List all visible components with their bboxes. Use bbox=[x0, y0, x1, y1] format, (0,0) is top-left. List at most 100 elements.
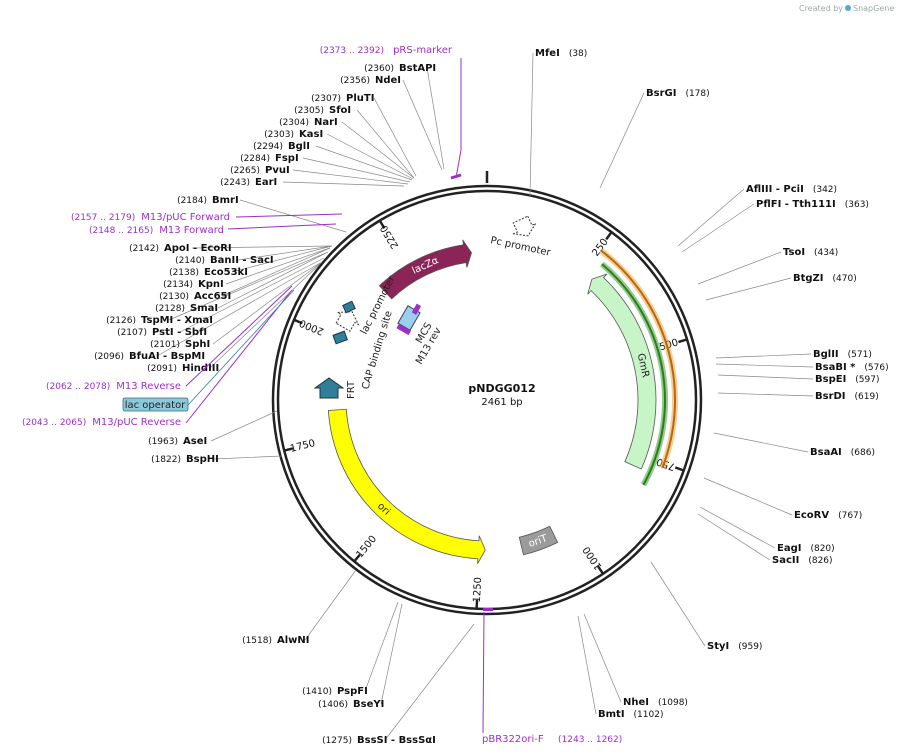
lac-operator-label[interactable]: lac operator bbox=[122, 289, 295, 412]
site-btgzi[interactable]: BtgZI(470) bbox=[705, 273, 857, 301]
site-leader-line bbox=[213, 455, 283, 460]
site-position: (686) bbox=[851, 448, 875, 458]
ruler-tick-label: 1250 bbox=[472, 577, 484, 603]
site-kpni[interactable]: KpnI(2134) bbox=[163, 247, 331, 290]
site-leader-line bbox=[302, 157, 411, 183]
site-kasi[interactable]: KasI(2303) bbox=[264, 129, 414, 180]
primer-name: M13/pUC Forward bbox=[141, 212, 230, 223]
site-name: BtgZI bbox=[793, 273, 824, 284]
site-sfoi[interactable]: SfoI (2305) bbox=[294, 105, 415, 179]
primer-pbr322ori-f[interactable]: pBR322ori-F(1243 .. 1262) bbox=[482, 608, 622, 745]
site-eagi[interactable]: EagI(820) bbox=[699, 506, 835, 554]
site-position: (2130) bbox=[159, 292, 189, 302]
site-bsabi[interactable]: BsaBI *(576) bbox=[715, 362, 889, 373]
site-tsoi[interactable]: TsoI(434) bbox=[697, 247, 838, 285]
site-asei[interactable]: AseI(1963) bbox=[148, 410, 278, 447]
site-bseyi[interactable]: BseYI(1406) bbox=[318, 603, 403, 710]
site-name: SphI bbox=[185, 339, 210, 350]
primer-m13-puc-forward[interactable]: M13/pUC Forward (2157 .. 2179) bbox=[71, 212, 343, 223]
site-bgli[interactable]: BglI(2294) bbox=[253, 141, 413, 181]
site-tspmi[interactable]: TspMI - XmaI(2126) bbox=[106, 251, 329, 326]
site-leader-line bbox=[221, 247, 331, 297]
site-psti[interactable]: PstI - SbfI(2107) bbox=[117, 257, 325, 338]
site-name: BsaBI * bbox=[815, 362, 856, 373]
site-position: (1410) bbox=[302, 687, 332, 697]
site-position: (619) bbox=[855, 392, 879, 402]
site-eari[interactable]: EarI(2243) bbox=[220, 177, 405, 188]
site-leader-line bbox=[715, 353, 812, 359]
primer-leader-line bbox=[455, 58, 462, 179]
site-banii[interactable]: BanII - SacI(2140) bbox=[175, 245, 333, 266]
site-sphi[interactable]: SphI(2101) bbox=[150, 261, 323, 350]
primer-range: (2157 .. 2179) bbox=[71, 213, 135, 223]
primer-m13-reverse[interactable]: M13 Reverse(2062 .. 2078) bbox=[46, 285, 293, 392]
site-leader-line bbox=[402, 79, 443, 171]
plasmid-title: pNDGG012 2461 bp bbox=[468, 382, 535, 408]
site-leader-line bbox=[304, 569, 357, 641]
site-name: SfoI bbox=[329, 105, 351, 116]
site-position: (2140) bbox=[175, 256, 205, 266]
site-mfei[interactable]: MfeI(38) bbox=[529, 48, 587, 197]
site-alwni[interactable]: AlwNI(1518) bbox=[242, 569, 357, 646]
site-bspei[interactable]: BspEI(597) bbox=[717, 374, 880, 385]
feature-cap-binding-site bbox=[342, 300, 356, 314]
feature-label-gmr: GmR bbox=[635, 352, 651, 378]
site-bsrdi[interactable]: BsrDI(619) bbox=[717, 391, 879, 402]
site-acc65i[interactable]: Acc65I(2130) bbox=[159, 247, 331, 302]
site-eco53ki[interactable]: Eco53kI(2138) bbox=[169, 245, 333, 278]
site-pvui[interactable]: PvuI(2265) bbox=[230, 165, 409, 185]
site-leader-line bbox=[292, 169, 409, 185]
site-leader-line bbox=[168, 251, 329, 321]
site-name: AseI bbox=[183, 436, 207, 447]
site-ndei[interactable]: NdeI(2356) bbox=[340, 75, 443, 171]
primer-name: M13/pUC Reverse bbox=[92, 417, 181, 428]
site-bsssi[interactable]: BssSI - BssSαI(1275) bbox=[322, 623, 475, 746]
site-apoi[interactable]: ApoI - EcoRI(2142) bbox=[129, 243, 333, 254]
primer-range: (2043 .. 2065) bbox=[22, 418, 86, 428]
primer-m13-puc-reverse[interactable]: M13/pUC Reverse (2043 .. 2065) bbox=[22, 289, 293, 428]
site-bsrgi[interactable]: BsrGI(178) bbox=[599, 88, 710, 189]
site-name: BseYI bbox=[353, 699, 384, 710]
primer-name: M13 Forward bbox=[159, 225, 224, 236]
site-bsphi[interactable]: BspHI(1822) bbox=[151, 454, 283, 465]
site-bmri[interactable]: BmrI(2184) bbox=[177, 195, 347, 233]
site-position: (2134) bbox=[163, 280, 193, 290]
site-bglii[interactable]: BglII(571) bbox=[715, 349, 872, 360]
site-position: (2305) bbox=[294, 106, 324, 116]
site-afliii[interactable]: AflIII - PciI(342) bbox=[677, 184, 837, 247]
site-nari[interactable]: NarI(2304) bbox=[279, 117, 415, 179]
site-sacii[interactable]: SacII(826) bbox=[697, 513, 833, 566]
site-position: (1518) bbox=[242, 636, 272, 646]
site-bmti[interactable]: BmtI(1102) bbox=[577, 615, 663, 720]
site-name: SacII bbox=[772, 555, 799, 566]
site-fspi[interactable]: FspI(2284) bbox=[240, 153, 411, 183]
feature-mcs-primer-mark bbox=[411, 303, 422, 315]
site-leader-line bbox=[315, 145, 413, 181]
site-pspfi[interactable]: PspFI(1410) bbox=[302, 601, 399, 697]
site-pflfi[interactable]: PflFI - Tth111I(363) bbox=[681, 199, 869, 253]
site-nhei[interactable]: NheI(1098) bbox=[583, 613, 688, 708]
site-position: (1822) bbox=[151, 455, 181, 465]
site-name: TspMI - XmaI bbox=[141, 315, 213, 326]
primer-prs-marker[interactable]: (2373 .. 2392)pRS-marker bbox=[320, 45, 462, 180]
site-bsaai[interactable]: BsaAI(686) bbox=[713, 432, 875, 458]
site-leader-line bbox=[210, 410, 278, 442]
site-leader-line bbox=[699, 506, 776, 549]
site-name: NarI bbox=[314, 117, 338, 128]
site-bstapi[interactable]: BstAPI(2360) bbox=[364, 63, 445, 170]
site-smai[interactable]: SmaI(2128) bbox=[155, 251, 329, 314]
site-leader-line bbox=[384, 623, 475, 741]
site-bfuai[interactable]: BfuAI - BspMI(2096) bbox=[94, 261, 323, 362]
ruler-tick-label: 1000 bbox=[581, 544, 604, 571]
primer-range: (1243 .. 1262) bbox=[558, 735, 622, 745]
site-hindiii[interactable]: HindIII(2091) bbox=[147, 261, 323, 374]
site-styi[interactable]: StyI(959) bbox=[650, 561, 762, 652]
ruler-tick bbox=[678, 338, 688, 344]
site-position: (1275) bbox=[322, 736, 352, 746]
primer-m13-forward[interactable]: M13 Forward(2148 .. 2165) bbox=[89, 223, 337, 236]
site-ecorv[interactable]: EcoRV(767) bbox=[703, 477, 862, 521]
ruler-tick-label: 2250 bbox=[379, 223, 402, 250]
site-pluti[interactable]: PluTI(2307) bbox=[311, 93, 417, 177]
